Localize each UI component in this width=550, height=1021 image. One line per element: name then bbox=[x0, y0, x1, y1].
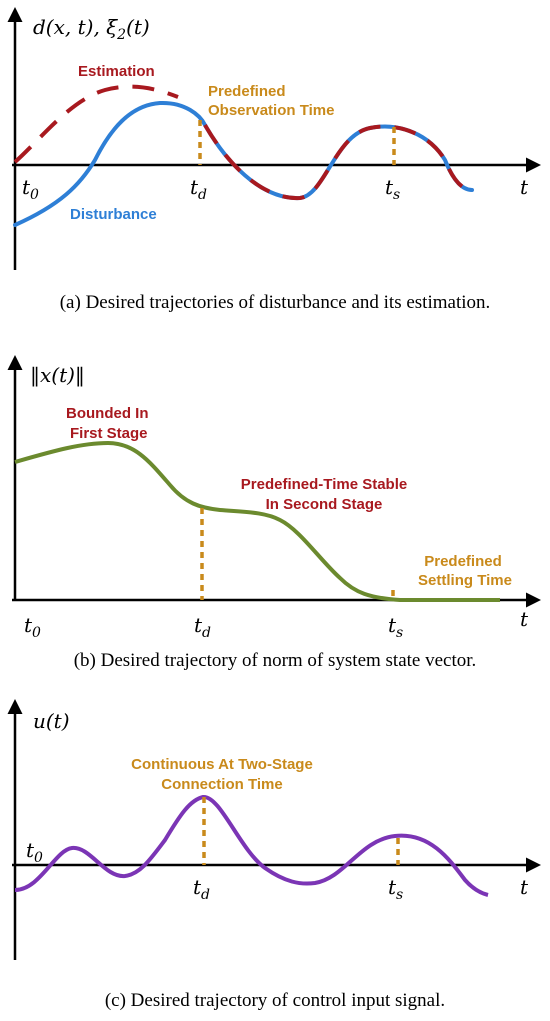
panel-c-tick-ts: ts bbox=[388, 875, 403, 903]
panel-a-y-label: d(x, t), ξ2(t) bbox=[33, 15, 150, 43]
disturbance-label: Disturbance bbox=[70, 206, 157, 223]
panel-a-tick-t0: t0 bbox=[22, 175, 39, 203]
disturbance-curve bbox=[13, 100, 474, 227]
control-input-curve bbox=[14, 795, 489, 897]
second-stage-label-line1: Predefined-Time Stable bbox=[241, 476, 407, 493]
panel-b-tick-ts: ts bbox=[388, 613, 403, 641]
panel-b-tick-td: td bbox=[194, 613, 211, 641]
panel-b-x-label: t bbox=[520, 607, 529, 631]
first-stage-label-line1: Bounded In bbox=[66, 405, 149, 422]
state-norm-curve bbox=[14, 440, 500, 602]
panel-c-tick-t0: t0 bbox=[26, 838, 43, 866]
observation-time-line1: Predefined bbox=[208, 83, 286, 100]
panel-c-y-label: u(t) bbox=[33, 709, 70, 733]
panel-c-x-label: t bbox=[520, 875, 529, 899]
panel-c-tick-td: td bbox=[193, 875, 210, 903]
panel-b-y-label: ‖x(t)‖ bbox=[30, 363, 85, 388]
connection-time-line1: Continuous At Two-Stage bbox=[131, 756, 313, 773]
panel-a-tick-td: td bbox=[190, 175, 207, 203]
first-stage-label-line2: First Stage bbox=[70, 425, 148, 442]
panel-a: d(x, t), ξ2(t) t t0 td ts Estimation Dis… bbox=[7, 7, 541, 313]
panel-c-caption: (c) Desired trajectory of control input … bbox=[105, 990, 445, 1011]
estimation-curve bbox=[13, 84, 179, 164]
second-stage-label-line2: In Second Stage bbox=[266, 496, 383, 513]
panel-a-caption: (a) Desired trajectories of disturbance … bbox=[60, 292, 491, 313]
connection-time-line2: Connection Time bbox=[161, 776, 282, 793]
settling-time-line1: Predefined bbox=[424, 553, 502, 570]
estimation-converged-curve bbox=[203, 124, 473, 201]
panel-c: u(t) t t0 td ts Continuous At Two-Stage … bbox=[7, 699, 541, 1011]
panel-b-tick-t0: t0 bbox=[24, 613, 41, 641]
panel-b: ‖x(t)‖ t t0 td ts Bounded In First Stage… bbox=[7, 355, 541, 671]
panel-a-tick-ts: ts bbox=[385, 175, 400, 203]
observation-time-line2: Observation Time bbox=[208, 102, 334, 119]
settling-time-line2: Settling Time bbox=[418, 572, 512, 589]
estimation-label: Estimation bbox=[78, 63, 155, 80]
panel-b-caption: (b) Desired trajectory of norm of system… bbox=[74, 650, 477, 671]
panel-a-x-label: t bbox=[520, 175, 529, 199]
